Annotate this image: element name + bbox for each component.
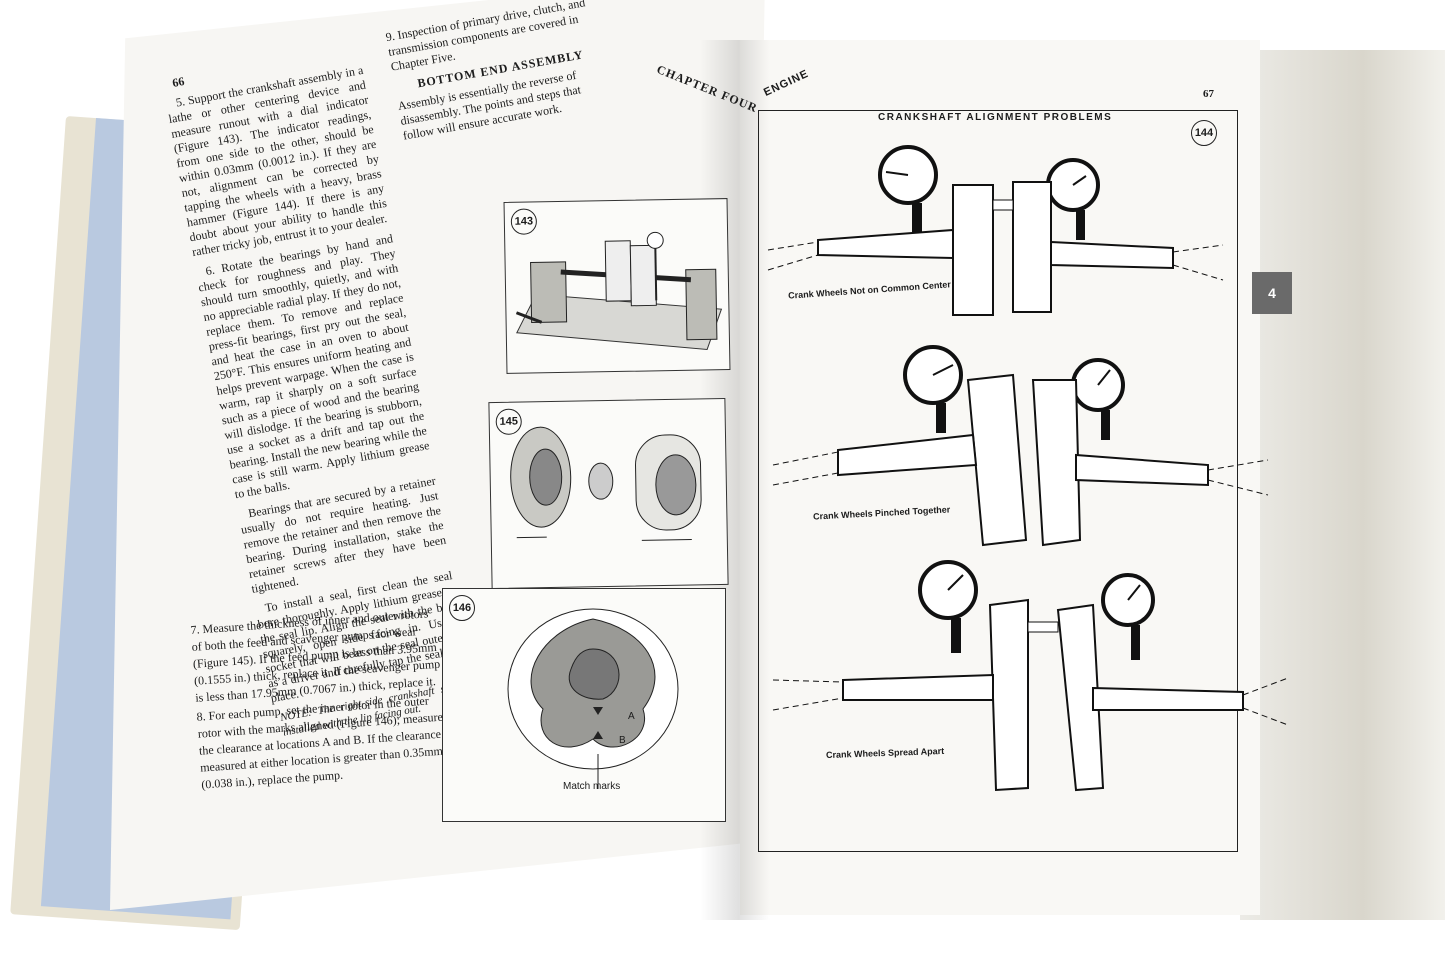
chapter-tab: 4	[1252, 272, 1292, 314]
crankshaft-diagram-pinched	[772, 345, 1269, 547]
page-stack-edge	[1240, 50, 1445, 920]
right-page-content: ENGINE 67 CRANKSHAFT ALIGNMENT PROBLEMS …	[758, 68, 1289, 852]
figure-146: 146 A B Match marks	[442, 588, 726, 822]
left-page-number: 66	[171, 74, 186, 90]
figure-144-frame	[758, 110, 1238, 852]
pump-rotors-illustration	[510, 426, 702, 541]
match-marks-label: Match marks	[563, 781, 621, 792]
figure-144-number: 144	[1191, 120, 1217, 146]
lower-left-text: 7. Measure the thickness of inner and ou…	[190, 605, 452, 796]
label-a: A	[628, 711, 635, 722]
figure-146-number: 146	[449, 595, 475, 621]
rotor-clearance-illustration	[507, 608, 679, 789]
figure-144-title: CRANKSHAFT ALIGNMENT PROBLEMS	[878, 112, 1113, 123]
paragraph-5: 5. Support the crankshaft assembly in a …	[167, 62, 388, 260]
paragraph-7: 7. Measure the thickness of inner and ou…	[190, 606, 441, 705]
crankshaft-diagram-not-centered	[767, 145, 1224, 316]
label-b: B	[619, 735, 626, 746]
figure-143: 143	[503, 198, 731, 374]
lathe-illustration	[515, 231, 723, 350]
paragraph-8: 8. For each pump, set the inner rotor in…	[196, 693, 444, 792]
figure-145: 145	[488, 397, 729, 590]
paragraph-6: 6. Rotate the bearings by hand and check…	[197, 231, 431, 502]
crankshaft-diagram-spread	[772, 560, 1289, 792]
right-page-number: 67	[1203, 88, 1214, 100]
